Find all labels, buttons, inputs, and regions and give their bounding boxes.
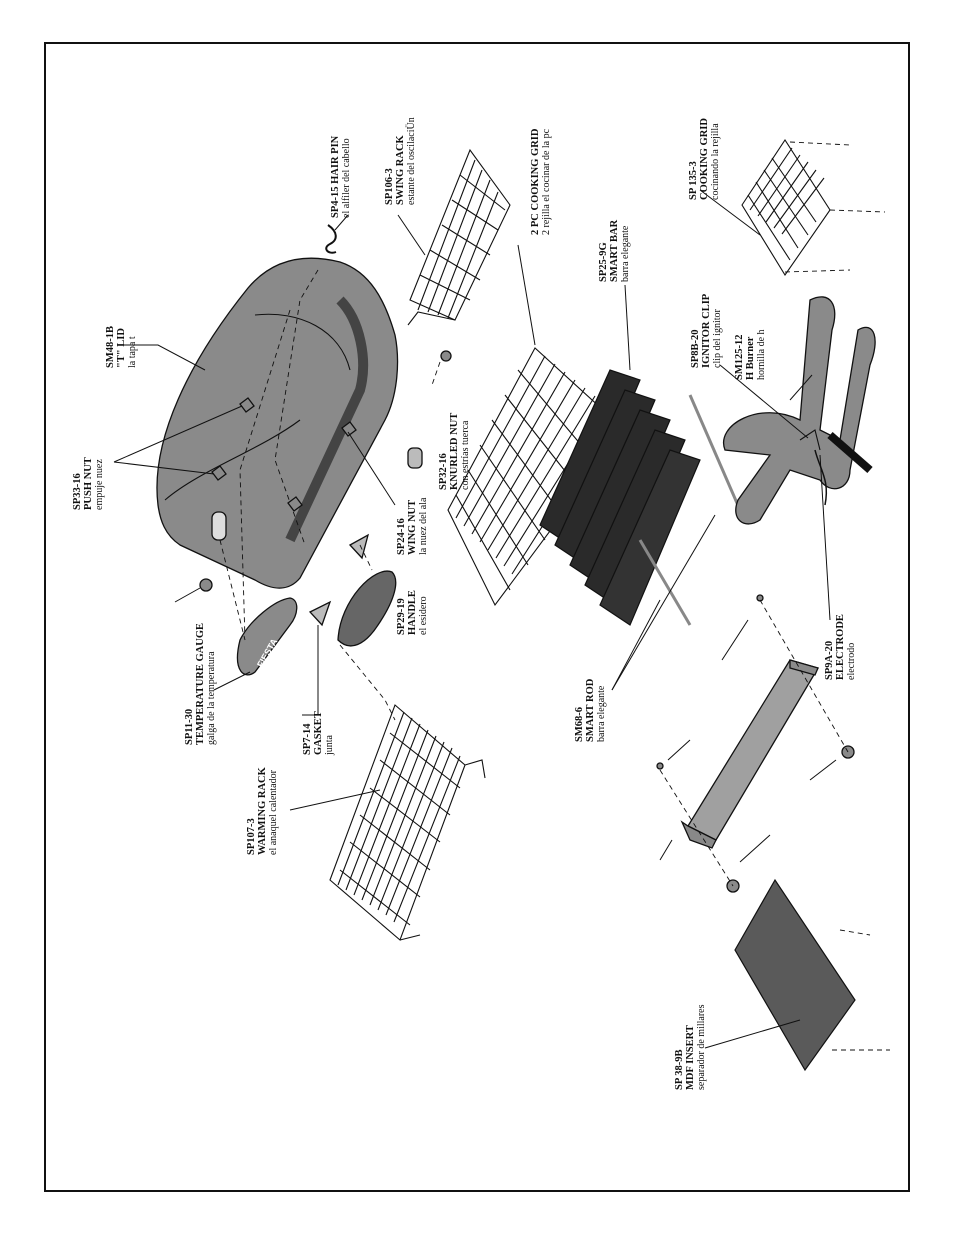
part-spanish: el alfiler del cabello [341, 138, 352, 218]
part-name: GASKET [313, 711, 324, 755]
temperature-gauge-illustration [213, 539, 298, 691]
part-name: MDF INSERT [685, 1025, 696, 1090]
handle-illustration [337, 570, 397, 647]
part-spanish: electrodo [846, 642, 857, 680]
part-spanish: el anaquel calentador [268, 770, 279, 855]
part-spanish: separador de millares [696, 1004, 707, 1090]
part-code: SM68-6 [574, 707, 585, 742]
part-code: SP24-16 [396, 518, 407, 555]
part-code: SP29-19 [396, 598, 407, 635]
part-code: SP106-3 [384, 168, 395, 205]
warming-rack-illustration [289, 704, 486, 941]
label-hair-pin: SP4-15 HAIR PIN el alfiler del cabello [330, 136, 352, 218]
electrode-illustration [719, 364, 831, 621]
swing-rack-illustration [397, 148, 511, 326]
part-name: COOKING GRID [699, 118, 710, 200]
smart-bar-illustration [539, 284, 701, 626]
label-temperature-gauge: SP11-30 TEMPERATURE GAUGE galga de la te… [184, 623, 217, 745]
part-code: SP32-16 [438, 453, 449, 490]
part-name: SMART ROD [585, 678, 596, 742]
label-swing-rack: SP106-3 SWING RACK estante del oscilaciÜ… [384, 117, 417, 205]
part-code: SP8B-20 [690, 329, 701, 368]
label-gasket: SP7-14 GASKET junta [302, 711, 335, 755]
part-name: H Burner [745, 336, 756, 380]
part-spanish: barra elegante [620, 225, 631, 282]
label-push-nut: SP33-16 PUSH NUT empuje nuez [72, 457, 105, 510]
part-name: "T" LID [116, 328, 127, 368]
gauge-stem-illustration [211, 511, 227, 541]
part-name: WARMING RACK [257, 767, 268, 855]
label-warming-rack: SP107-3 WARMING RACK el anaquel calentad… [246, 767, 279, 855]
part-code: SP9A-20 [824, 640, 835, 680]
mdf-insert-illustration [704, 878, 890, 1072]
part-name: HANDLE [407, 590, 418, 635]
part-spanish: la nuez del ala [418, 497, 429, 555]
part-spanish: empuje nuez [94, 459, 105, 510]
bracket-illustration [659, 599, 849, 887]
part-name: KNURLED NUT [449, 412, 460, 490]
part-name: ELECTRODE [835, 614, 846, 680]
gasket-illustration [302, 533, 370, 716]
part-code: SP 135-3 [688, 161, 699, 200]
part-code: SP25-9G [598, 242, 609, 282]
label-ignitor-clip: SP8B-20 IGNITOR CLIP clip del ignitor [690, 294, 723, 368]
part-code: SP7-14 [302, 723, 313, 756]
label-cooking-grid: SP 135-3 COOKING GRID cocinando la rejil… [688, 118, 721, 200]
part-spanish: barra elegante [596, 685, 607, 742]
part-name: SWING RACK [395, 135, 406, 205]
part-code: SM48-1B [105, 326, 116, 368]
part-spanish: con estrías tuerca [460, 420, 471, 490]
part-spanish: galga de la temperatura [206, 651, 217, 745]
label-2pc-cooking-grid: 2 PC COOKING GRID 2 rejilla el cocinar d… [530, 129, 552, 235]
knurled-nut-illustration [407, 350, 452, 469]
label-electrode: SP9A-20 ELECTRODE electrodo [824, 614, 857, 680]
part-spanish: 2 rejilla el cocinar de la pc [541, 128, 552, 235]
part-code: SP4-15 HAIR PIN [330, 135, 341, 218]
part-spanish: la tapa t [127, 336, 138, 368]
part-name: PUSH NUT [83, 457, 94, 510]
cooking-grid-illustration [699, 138, 886, 277]
part-spanish: cocinando la rejilla [710, 123, 721, 200]
part-spanish: estante del oscilaciÜn [406, 117, 417, 205]
lid-illustration [156, 257, 399, 641]
label-handle: SP29-19 HANDLE el esidero [396, 590, 429, 635]
part-code: SP107-3 [246, 818, 257, 855]
part-name: IGNITOR CLIP [701, 293, 712, 368]
label-knurled-nut: SP32-16 KNURLED NUT con estrías tuerca [438, 413, 471, 490]
part-name: TEMPERATURE GAUGE [195, 622, 206, 745]
label-mdf-insert: SP 38-9B MDF INSERT separador de millare… [674, 1004, 707, 1090]
push-nut-illustration [211, 397, 357, 512]
label-wing-nut: SP24-16 WING NUT la nuez del ala [396, 498, 429, 555]
part-code: SP33-16 [72, 473, 83, 510]
part-name: WING NUT [407, 499, 418, 555]
bolt-illustration [174, 578, 213, 603]
label-smart-bar: SP25-9G SMART BAR barra elegante [598, 220, 631, 282]
page-border [44, 42, 910, 1192]
part-code: SP11-30 [184, 708, 195, 745]
label-smart-rod: SM68-6 SMART ROD barra elegante [574, 679, 607, 742]
part-name: SMART BAR [609, 219, 620, 282]
smart-rod-illustration [611, 394, 742, 691]
part-spanish: hornilla de h [756, 329, 767, 380]
part-spanish: el esidero [418, 596, 429, 635]
part-code: 2 PC COOKING GRID [530, 128, 541, 235]
part-spanish: junta [324, 735, 335, 755]
hair-pin-illustration [325, 214, 349, 254]
part-code: SM125-12 [734, 334, 745, 381]
part-code: SP 38-9B [674, 1049, 685, 1090]
label-h-burner: SM125-12 H Burner hornilla de h [734, 329, 767, 380]
part-spanish: clip del ignitor [712, 309, 723, 368]
label-lid: SM48-1B "T" LID la tapa t [105, 326, 138, 368]
